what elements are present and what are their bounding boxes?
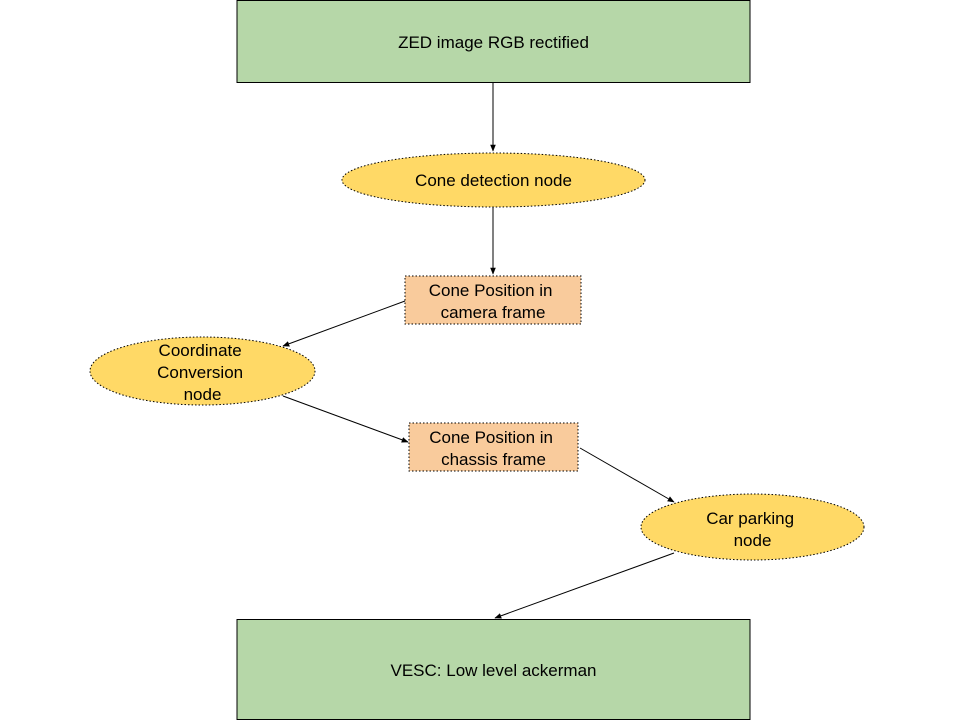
edge-camera-pos-to-conversion <box>282 300 406 347</box>
vesc-node[interactable]: VESC: Low level ackerman <box>236 619 751 720</box>
cone-detection-node[interactable]: Cone detection node <box>341 152 646 208</box>
cone-pos-camera-line2: camera frame <box>441 303 546 322</box>
cone-pos-chassis-node[interactable]: Cone Position in chassis frame <box>408 422 579 472</box>
cone-pos-camera-line1: Cone Position in <box>429 281 553 300</box>
cone-pos-chassis-line1: Cone Position in <box>429 428 553 447</box>
edge-parking-to-vesc <box>494 552 675 619</box>
car-parking-label: Car parking node <box>706 509 799 550</box>
car-parking-node[interactable]: Car parking node <box>640 493 865 561</box>
cone-pos-camera-node[interactable]: Cone Position in camera frame <box>404 275 582 325</box>
cone-pos-chassis-label: Cone Position in chassis frame <box>429 428 558 469</box>
coord-conversion-line1: Coordinate <box>159 341 242 360</box>
edge-chassis-pos-to-parking <box>579 447 675 503</box>
coord-conversion-line3: node <box>184 385 222 404</box>
zed-image-node[interactable]: ZED image RGB rectified <box>236 0 751 83</box>
coord-conversion-line2: Conversion <box>157 363 243 382</box>
cone-pos-camera-label: Cone Position in camera frame <box>429 281 558 322</box>
cone-pos-chassis-box <box>408 422 579 472</box>
coord-conversion-label: Coordinate Conversion node <box>157 341 248 404</box>
cone-pos-camera-box <box>404 275 582 325</box>
vesc-label: VESC: Low level ackerman <box>391 661 597 680</box>
edge-conversion-to-chassis-pos <box>282 395 409 443</box>
vesc-box <box>236 619 751 720</box>
coord-conversion-ellipse <box>89 336 316 406</box>
cone-detection-label: Cone detection node <box>415 171 572 190</box>
zed-image-label: ZED image RGB rectified <box>398 33 589 52</box>
car-parking-line1: Car parking <box>706 509 794 528</box>
coord-conversion-node[interactable]: Coordinate Conversion node <box>89 336 316 406</box>
zed-image-box <box>236 0 751 83</box>
car-parking-ellipse <box>640 493 865 561</box>
cone-pos-chassis-line2: chassis frame <box>441 450 546 469</box>
cone-detection-ellipse <box>341 152 646 208</box>
edges <box>282 83 675 619</box>
car-parking-line2: node <box>734 531 772 550</box>
